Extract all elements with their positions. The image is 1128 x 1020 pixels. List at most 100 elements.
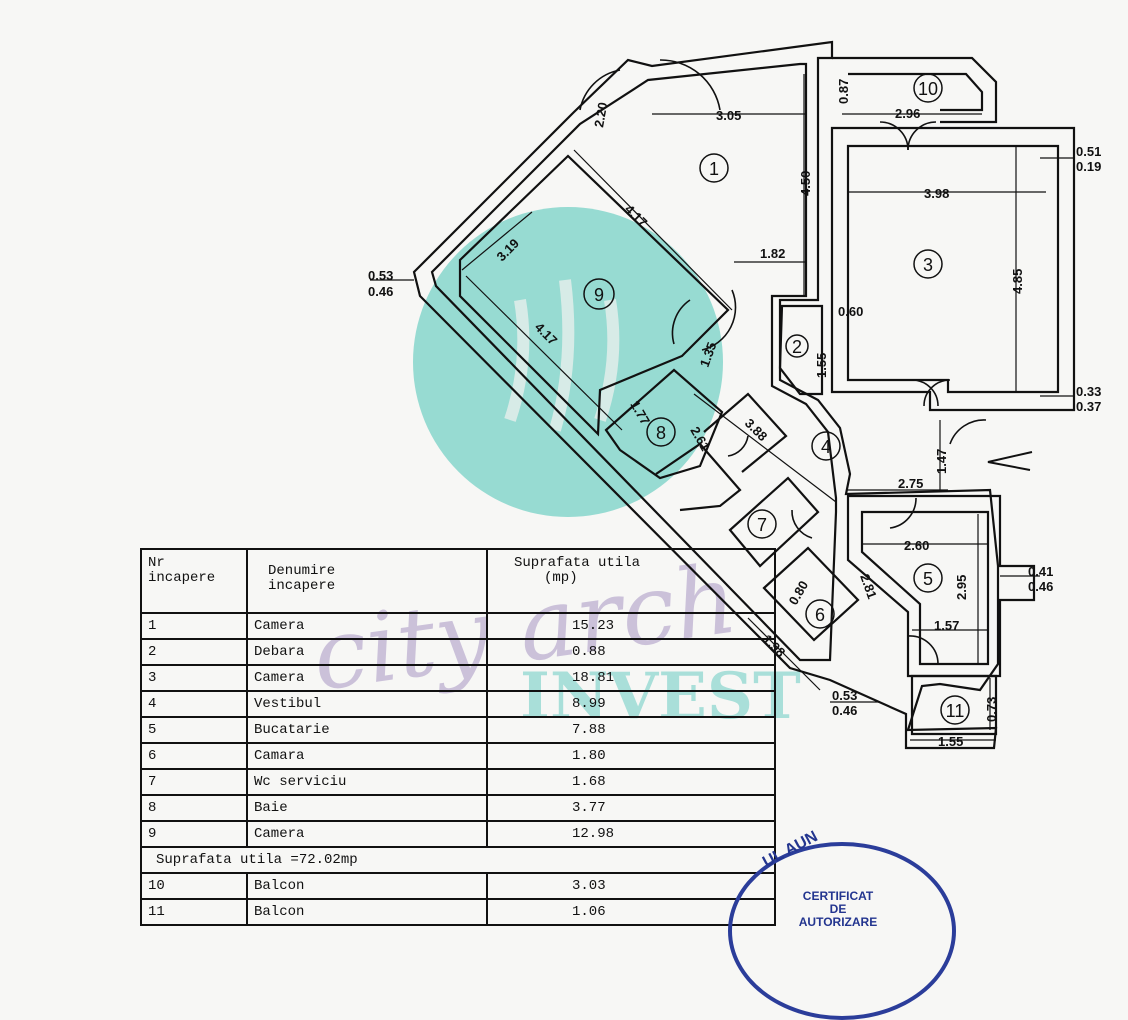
dim-label: 0.46 [1028, 579, 1053, 594]
row-name: Bucatarie [246, 716, 488, 744]
row-nr: 4 [140, 690, 248, 718]
row-area: 3.03 [486, 872, 776, 900]
row-name: Baie [246, 794, 488, 822]
row-area: 18.81 [486, 664, 776, 692]
room-number: 6 [815, 605, 825, 625]
row-nr: 6 [140, 742, 248, 770]
row-name: Camara [246, 742, 488, 770]
dim-label: 0.46 [832, 703, 857, 718]
row-name: Debara [246, 638, 488, 666]
row-name: Camera [246, 612, 488, 640]
dim-label: 0.60 [838, 304, 863, 319]
room-number: 5 [923, 569, 933, 589]
row-nr: 10 [140, 872, 248, 900]
row-area: 12.98 [486, 820, 776, 848]
row-area: 15.23 [486, 612, 776, 640]
dim-label: 0.41 [1028, 564, 1053, 579]
dim-label: 0.19 [1076, 159, 1101, 174]
row-name: Wc serviciu [246, 768, 488, 796]
dim-label: 0.53 [368, 268, 393, 283]
dim-label: 2.96 [895, 106, 920, 121]
dim-label: 4.85 [1010, 269, 1025, 294]
row-name: Balcon [246, 898, 488, 926]
stamp-line1: CERTIFICAT [802, 889, 874, 903]
room-number: 7 [757, 515, 767, 535]
row-nr: 2 [140, 638, 248, 666]
entrance-arrow-icon [987, 451, 1033, 471]
dim-label: 0.33 [1076, 384, 1101, 399]
room-markers [583, 73, 970, 725]
header-area: Suprafata utila(mp) [486, 548, 776, 614]
stamp-line3: AUTORIZARE [798, 915, 878, 929]
dim-label: 2.20 [591, 101, 610, 129]
walls [412, 40, 1076, 750]
dim-label: 1.82 [760, 246, 785, 261]
dim-label: 3.05 [716, 108, 741, 123]
dim-label: 1.55 [938, 734, 963, 749]
total-area: Suprafata utila =72.02mp [140, 846, 776, 874]
row-nr: 5 [140, 716, 248, 744]
room-number: 8 [656, 423, 666, 443]
row-nr: 1 [140, 612, 248, 640]
row-area: 3.77 [486, 794, 776, 822]
dim-label: 3.88 [742, 416, 771, 445]
header-area-line1: Suprafata utila [514, 555, 641, 571]
row-area: 0.88 [486, 638, 776, 666]
row-nr: 3 [140, 664, 248, 692]
room-number: 10 [918, 79, 938, 99]
dimension-lines [370, 74, 1074, 741]
room-number: 2 [792, 337, 802, 357]
room-number: 3 [923, 255, 933, 275]
header-nr-line2: incapere [148, 570, 216, 586]
doors [579, 59, 987, 665]
row-area: 7.88 [486, 716, 776, 744]
room-number: 1 [709, 159, 719, 179]
dim-label: 0.46 [368, 284, 393, 299]
row-nr: 7 [140, 768, 248, 796]
room-number: 4 [821, 437, 831, 457]
table-total-row: Suprafata utila =72.02mp [140, 846, 776, 874]
header-name-line2: incapere [268, 578, 336, 594]
dim-label: 4.50 [798, 171, 813, 196]
row-area: 1.06 [486, 898, 776, 926]
row-nr: 8 [140, 794, 248, 822]
dim-label: 0.51 [1076, 144, 1101, 159]
authorization-stamp [728, 842, 956, 1020]
row-area: 1.80 [486, 742, 776, 770]
room-numbers: 1 2 3 4 5 6 7 8 9 10 11 [594, 79, 964, 721]
dim-label: 0.53 [832, 688, 857, 703]
row-name: Balcon [246, 872, 488, 900]
dim-label: 0.37 [1076, 399, 1101, 414]
dim-label: 1.57 [934, 618, 959, 633]
stamp-line2: DE [829, 902, 847, 916]
dim-label: 2.81 [857, 572, 880, 601]
row-nr: 11 [140, 898, 248, 926]
header-name-line1: Denumire [268, 563, 336, 579]
room-number: 9 [594, 285, 604, 305]
dim-label: 3.98 [924, 186, 949, 201]
row-nr: 9 [140, 820, 248, 848]
header-area-line2: (mp) [544, 570, 578, 586]
dim-label: 0.87 [836, 79, 851, 104]
dim-label: 2.95 [954, 575, 969, 600]
header-nr-line1: Nr [148, 555, 165, 571]
dim-label: 1.55 [814, 353, 829, 378]
room-number: 11 [946, 701, 965, 721]
dim-label: 0.80 [786, 578, 812, 607]
dim-label: 0.73 [984, 697, 999, 722]
row-name: Camera [246, 820, 488, 848]
